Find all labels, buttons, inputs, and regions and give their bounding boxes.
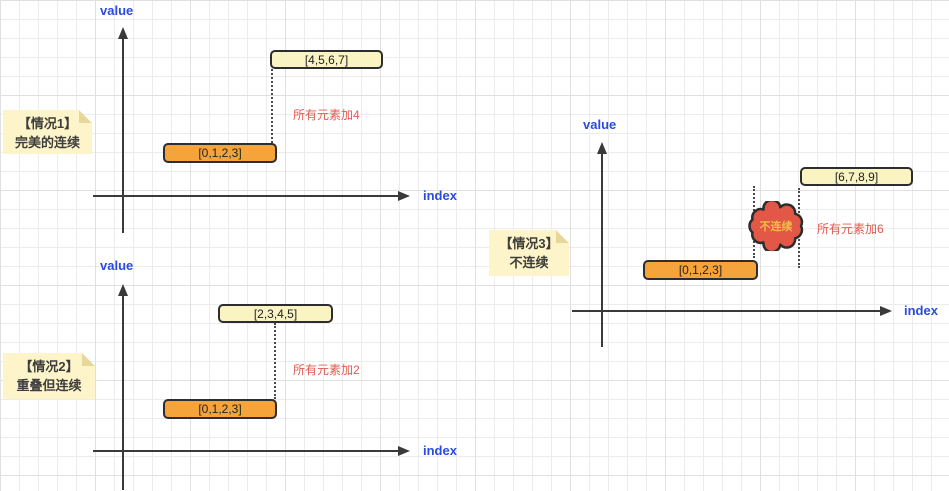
shift-dotted-line (274, 323, 276, 399)
x-axis-label: index (423, 188, 457, 203)
cloud-icon (748, 201, 804, 251)
x-axis (572, 310, 880, 312)
array-bar-high: [4,5,6,7] (270, 50, 383, 69)
array-bar-high: [2,3,4,5] (218, 304, 333, 323)
note-title: 【情况2】 (19, 359, 79, 374)
array-bar-low: [0,1,2,3] (643, 260, 758, 280)
shift-annotation: 所有元素加6 (817, 222, 884, 236)
y-axis (122, 37, 124, 233)
discontinuity-cloud: 不连续 (746, 201, 806, 251)
case2-panel: value index 【情况2】 重叠但连续 [2,3,4,5] [0,1,2… (0, 245, 475, 491)
x-axis (93, 450, 399, 452)
y-axis-label: value (100, 258, 134, 273)
x-axis-label: index (904, 303, 938, 318)
note-subtitle: 不连续 (509, 254, 549, 270)
y-axis-arrow-icon (118, 27, 128, 39)
note-subtitle: 重叠但连续 (16, 377, 82, 393)
array-bar-high: [6,7,8,9] (800, 167, 913, 186)
note-title: 【情况3】 (499, 236, 559, 251)
array-bar-low: [0,1,2,3] (163, 399, 277, 419)
x-axis (93, 195, 399, 197)
x-axis-arrow-icon (398, 446, 410, 456)
case3-panel: value index 【情况3】 不连续 [6,7,8,9] [0,1,2,3… (474, 100, 949, 380)
note-title: 【情况1】 (17, 116, 78, 131)
x-axis-arrow-icon (398, 191, 410, 201)
shift-dotted-line (271, 69, 273, 143)
x-axis-label: index (423, 443, 457, 458)
x-axis-arrow-icon (880, 306, 892, 316)
array-bar-low: [0,1,2,3] (163, 143, 277, 163)
shift-annotation: 所有元素加4 (293, 108, 360, 122)
y-axis (601, 152, 603, 347)
sticky-note-case3: 【情况3】 不连续 (489, 230, 569, 276)
y-axis-label: value (100, 3, 134, 18)
y-axis-arrow-icon (118, 284, 128, 296)
note-subtitle: 完美的连续 (14, 134, 80, 150)
y-axis-label: value (583, 117, 617, 132)
shift-annotation: 所有元素加2 (293, 363, 360, 377)
y-axis-arrow-icon (597, 142, 607, 154)
case1-panel: value index 【情况1】 完美的连续 [4,5,6,7] [0,1,2… (0, 0, 475, 245)
cloud-label: 不连续 (759, 221, 793, 233)
y-axis (122, 294, 124, 490)
sticky-note-case2: 【情况2】 重叠但连续 (3, 353, 95, 399)
sticky-note-case1: 【情况1】 完美的连续 (3, 110, 92, 154)
